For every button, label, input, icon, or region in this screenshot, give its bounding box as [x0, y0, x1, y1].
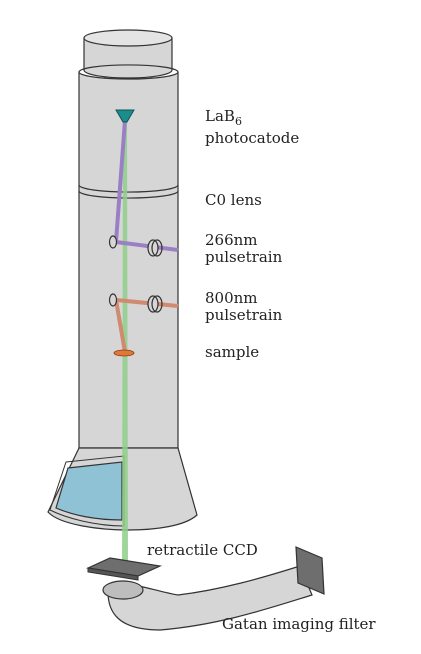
uv-pulse-label: 266nm pulsetrain — [205, 232, 282, 266]
ccd-label: retractile CCD — [147, 541, 258, 559]
lens-label: C0 lens — [205, 191, 262, 209]
ir-pulse-label-line1: 800nm — [205, 289, 258, 307]
column-top-rim — [78, 64, 179, 73]
column — [47, 29, 198, 531]
filter-tube-opening — [102, 580, 144, 600]
filter-tube — [107, 565, 313, 631]
sample-disc — [113, 349, 135, 357]
column-body — [78, 71, 179, 449]
cathode-label: LaB6 photocatode — [205, 108, 299, 147]
uv-mirror — [108, 235, 118, 249]
lens-band-1 — [78, 184, 179, 193]
cathode-tip — [115, 109, 135, 123]
cathode-label-main: LaB — [205, 107, 235, 125]
ir-window-inner — [151, 295, 163, 313]
gatan-imaging-filter — [102, 546, 325, 631]
ir-window — [147, 295, 159, 313]
viewing-screen — [55, 461, 123, 521]
column-cap — [83, 37, 173, 79]
column-cap-top — [83, 29, 173, 47]
ir-pulse-label-line2: pulsetrain — [205, 306, 283, 324]
optics — [108, 235, 163, 313]
cathode-label-line2: photocatode — [205, 129, 300, 147]
uv-pulse-label-line2: pulsetrain — [205, 248, 283, 266]
filter-detector-plate — [295, 546, 325, 595]
cathode-label-subscript: 6 — [234, 115, 242, 128]
ir-pulse-label: 800nm pulsetrain — [205, 290, 282, 324]
lens-band-2 — [78, 190, 179, 199]
uv-pulse-label-line1: 266nm — [205, 231, 258, 249]
retractile-ccd-edge — [87, 567, 139, 581]
filter-label: Gatan imaging filter — [222, 615, 376, 633]
sample-label: sample — [205, 343, 260, 361]
uv-window-inner — [151, 239, 163, 257]
ir-mirror — [108, 293, 118, 307]
uv-window — [147, 239, 159, 257]
